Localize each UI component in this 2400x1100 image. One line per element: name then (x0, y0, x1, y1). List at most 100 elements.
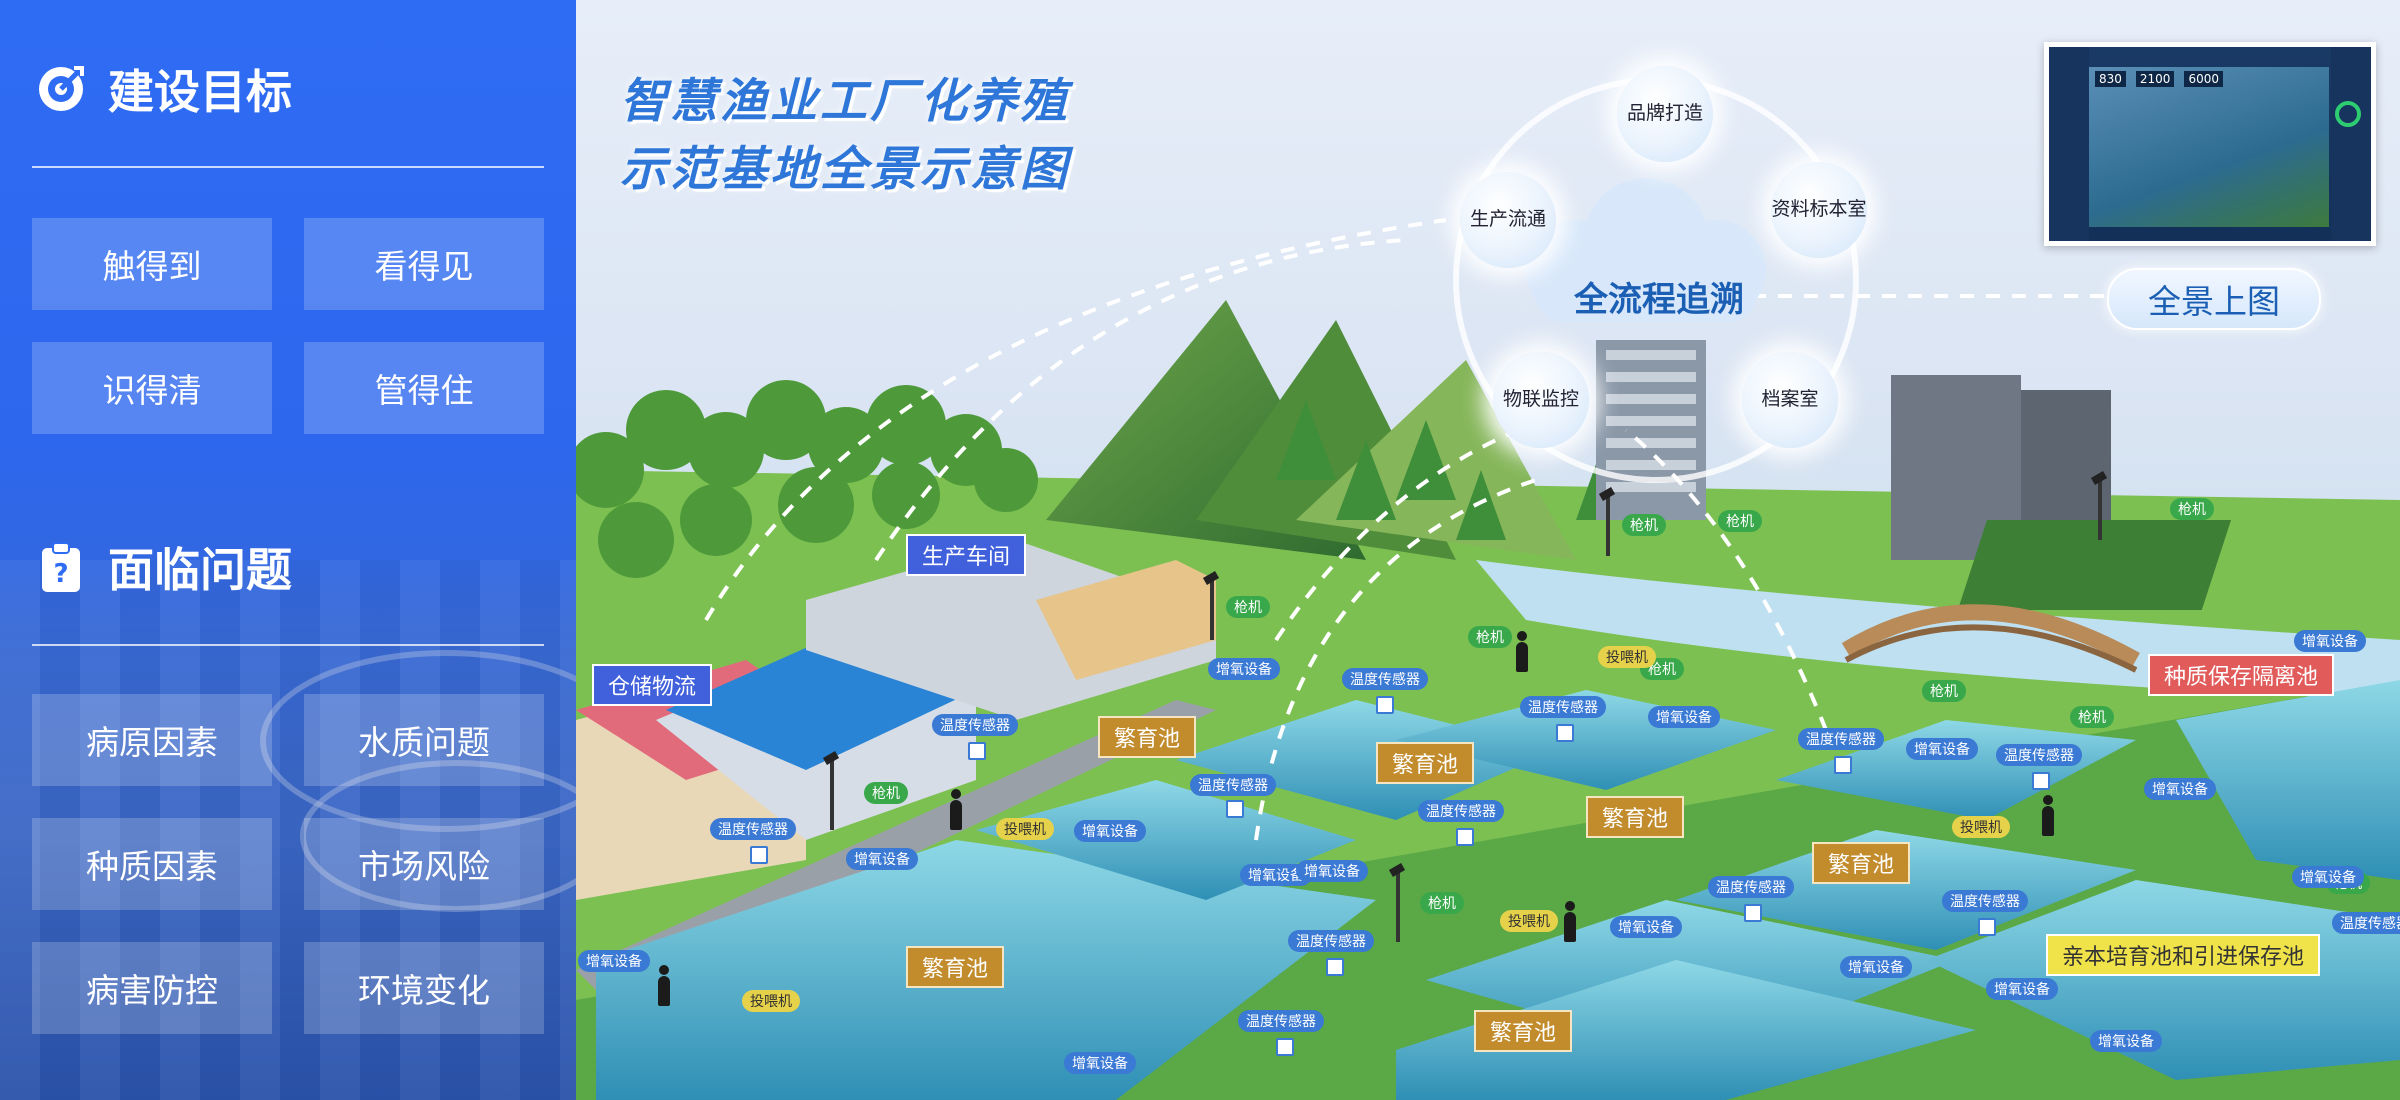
goal-tile[interactable]: 看得见 (304, 218, 544, 310)
tag-temperature-sensor[interactable]: 温度传感器 (1708, 876, 1794, 898)
camera-pole (1396, 872, 1400, 942)
tag-oxygenator[interactable]: 增氧设备 (1074, 820, 1146, 842)
zone-breeding-pool[interactable]: 繁育池 (1474, 1010, 1573, 1052)
tag-oxygenator[interactable]: 增氧设备 (1208, 658, 1280, 680)
scene-title-line1: 智慧渔业工厂化养殖 (620, 74, 1070, 129)
zone-warehouse-logistics[interactable]: 仓储物流 (592, 664, 713, 706)
tag-temperature-sensor[interactable]: 温度传感器 (932, 714, 1018, 736)
problem-tile[interactable]: 市场风险 (304, 818, 544, 910)
bubble-brand[interactable]: 品牌打造 (1617, 66, 1713, 162)
thumb-stat: 6000 (2184, 71, 2223, 87)
sensor-device (750, 846, 768, 864)
tag-gun-camera[interactable]: 枪机 (1226, 596, 1270, 618)
scene-illustration (576, 77, 2400, 1100)
tag-oxygenator[interactable]: 增氧设备 (1840, 956, 1912, 978)
sensor-device (1226, 800, 1244, 818)
tag-temperature-sensor[interactable]: 温度传感器 (1942, 890, 2028, 912)
panorama-button[interactable]: 全景上图 (2107, 268, 2321, 330)
tag-oxygenator[interactable]: 增氧设备 (2144, 778, 2216, 800)
tag-temperature-sensor[interactable]: 温度传感器 (1238, 1010, 1324, 1032)
sensor-device (1326, 958, 1344, 976)
tag-gun-camera[interactable]: 枪机 (2070, 706, 2114, 728)
tag-temperature-sensor[interactable]: 温度传感器 (1418, 800, 1504, 822)
svg-text:?: ? (53, 559, 68, 589)
panorama-scene: 智慧渔业工厂化养殖 示范基地全景示意图 品牌打造 资料标本室 生产流通 物联监控… (576, 0, 2400, 1100)
tag-feeder[interactable]: 投喂机 (742, 990, 800, 1012)
camera-pole (830, 760, 834, 830)
goal-tile[interactable]: 管得住 (304, 342, 544, 434)
bubble-specimen-room[interactable]: 资料标本室 (1771, 162, 1867, 258)
zone-breeding-pool[interactable]: 繁育池 (1376, 742, 1475, 784)
tag-temperature-sensor[interactable]: 温度传感器 (1190, 774, 1276, 796)
tag-oxygenator[interactable]: 增氧设备 (2294, 630, 2366, 652)
tag-oxygenator[interactable]: 增氧设备 (1906, 738, 1978, 760)
bubble-iot-monitoring[interactable]: 物联监控 (1493, 352, 1589, 448)
zone-breeding-pool[interactable]: 繁育池 (1812, 842, 1911, 884)
goal-tile[interactable]: 识得清 (32, 342, 272, 434)
problem-tile[interactable]: 水质问题 (304, 694, 544, 786)
thumb-stat: 830 (2095, 71, 2126, 87)
problem-tile[interactable]: 病害防控 (32, 942, 272, 1034)
tag-temperature-sensor[interactable]: 温度传感器 (1520, 696, 1606, 718)
full-process-traceability: 全流程追溯 (1574, 280, 1744, 320)
tag-temperature-sensor[interactable]: 温度传感器 (1288, 930, 1374, 952)
tag-feeder[interactable]: 投喂机 (1952, 816, 2010, 838)
tag-temperature-sensor[interactable]: 温度传感器 (710, 818, 796, 840)
sensor-device (1556, 724, 1574, 742)
tag-oxygenator[interactable]: 增氧设备 (2090, 1030, 2162, 1052)
tag-oxygenator[interactable]: 增氧设备 (1064, 1052, 1136, 1074)
bubble-production-circulation[interactable]: 生产流通 (1460, 172, 1556, 268)
tag-gun-camera[interactable]: 枪机 (1468, 626, 1512, 648)
tag-feeder[interactable]: 投喂机 (1598, 646, 1656, 668)
sensor-device (1456, 828, 1474, 846)
tag-gun-camera[interactable]: 枪机 (2170, 498, 2214, 520)
problem-tile[interactable]: 种质因素 (32, 818, 272, 910)
tag-temperature-sensor[interactable]: 温度传感器 (1798, 728, 1884, 750)
clipboard-question-icon: ? (42, 542, 80, 592)
zone-isolation-pool[interactable]: 种质保存隔离池 (2148, 654, 2335, 696)
sensor-device (1978, 918, 1996, 936)
tag-temperature-sensor[interactable]: 温度传感器 (2332, 912, 2400, 934)
camera-pole (1210, 580, 1214, 640)
bridge (1841, 604, 2140, 667)
worker-figure (950, 789, 962, 830)
tag-feeder[interactable]: 投喂机 (1500, 910, 1558, 932)
zone-breeding-pool[interactable]: 繁育池 (1098, 716, 1197, 758)
problems-divider (32, 644, 544, 646)
tag-gun-camera[interactable]: 枪机 (1922, 680, 1966, 702)
zone-production-workshop[interactable]: 生产车间 (906, 534, 1027, 576)
problem-tile[interactable]: 病原因素 (32, 694, 272, 786)
goals-title-text: 建设目标 (108, 65, 292, 119)
tag-oxygenator[interactable]: 增氧设备 (1648, 706, 1720, 728)
tag-gun-camera[interactable]: 枪机 (1622, 514, 1666, 536)
tag-oxygenator[interactable]: 增氧设备 (1986, 978, 2058, 1000)
tag-oxygenator[interactable]: 增氧设备 (1610, 916, 1682, 938)
tag-gun-camera[interactable]: 枪机 (864, 782, 908, 804)
tag-feeder[interactable]: 投喂机 (996, 818, 1054, 840)
zone-parent-pool[interactable]: 亲本培育池和引进保存池 (2046, 934, 2321, 976)
sensor-device (1744, 904, 1762, 922)
sensor-device (1276, 1038, 1294, 1056)
tag-gun-camera[interactable]: 枪机 (1420, 892, 1464, 914)
tag-temperature-sensor[interactable]: 温度传感器 (1342, 668, 1428, 690)
tag-oxygenator[interactable]: 增氧设备 (1296, 860, 1368, 882)
pond (1396, 960, 1976, 1100)
tag-oxygenator[interactable]: 增氧设备 (578, 950, 650, 972)
zone-breeding-pool[interactable]: 繁育池 (1586, 796, 1685, 838)
pond (1676, 830, 2136, 950)
dashboard-thumbnail[interactable]: 830 2100 6000 (2044, 42, 2376, 246)
tag-temperature-sensor[interactable]: 温度传感器 (1996, 744, 2082, 766)
target-icon (39, 66, 84, 111)
goal-tile[interactable]: 触得到 (32, 218, 272, 310)
bubble-archive-room[interactable]: 档案室 (1742, 352, 1838, 448)
tag-oxygenator[interactable]: 增氧设备 (2292, 866, 2364, 888)
zone-breeding-pool[interactable]: 繁育池 (906, 946, 1005, 988)
tag-oxygenator[interactable]: 增氧设备 (1240, 864, 1312, 886)
worker-figure (1516, 631, 1528, 672)
problem-tile[interactable]: 环境变化 (304, 942, 544, 1034)
tag-oxygenator[interactable]: 增氧设备 (846, 848, 918, 870)
tag-gun-camera[interactable]: 枪机 (1718, 510, 1762, 532)
left-panel: 建设目标 触得到 看得见 识得清 管得住 ? 面临问题 病原因素 水质问题 种质… (0, 0, 576, 1100)
thumb-stat: 2100 (2135, 71, 2175, 87)
problems-section-title: ? 面临问题 (34, 534, 292, 600)
